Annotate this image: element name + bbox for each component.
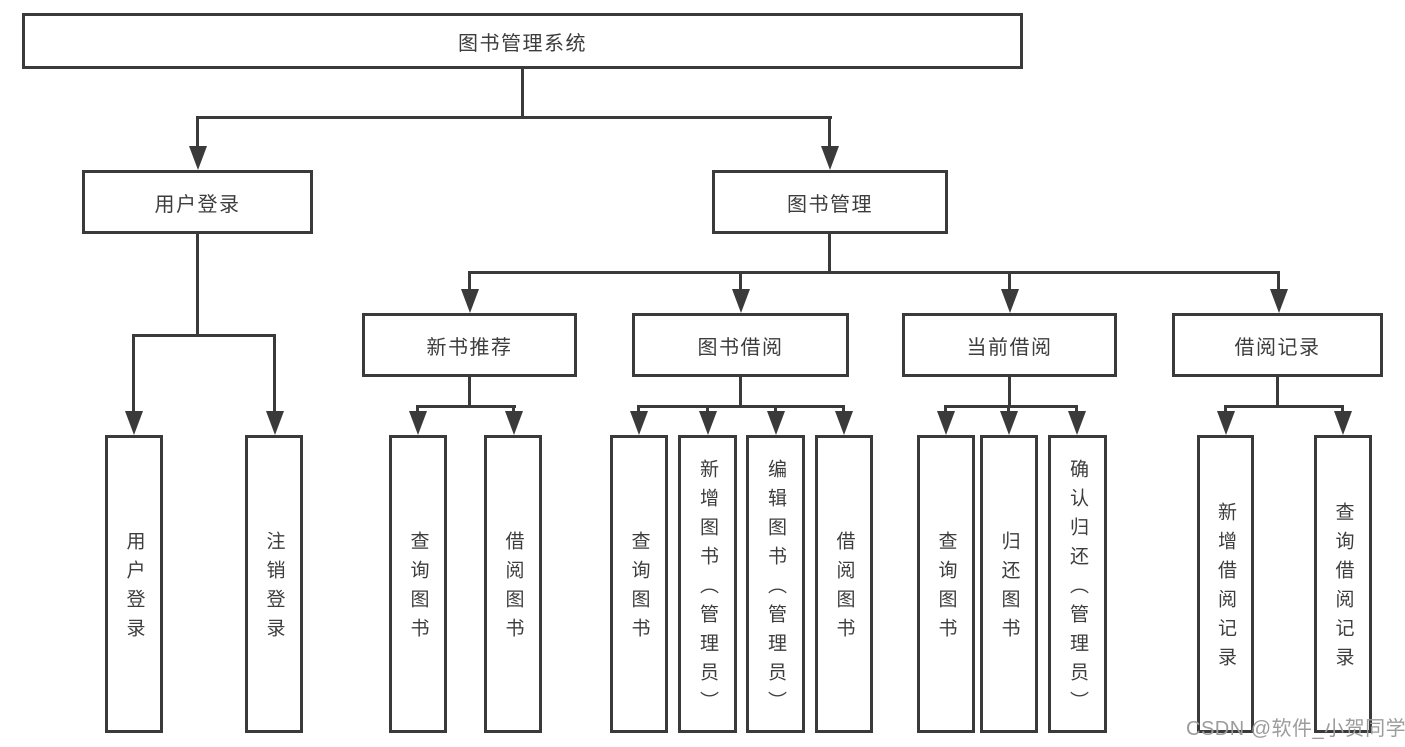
leaf-current-return-books-label: 归还图书 [998,531,1020,647]
connector-drop-bor-edit [774,405,777,415]
connector-drop-leaf-logout [273,334,276,413]
node-user-login: 用户登录 [82,170,313,234]
arrowhead-bor-add [699,411,717,435]
connector-current-borrowing-branch [944,405,1078,408]
leaf-logout: 注销登录 [245,435,303,733]
connector-drop-cur-return [1007,405,1010,415]
connector-drop-borrowing-records [1277,271,1280,293]
leaf-borrow-borrow-books-label: 借阅图书 [833,531,855,647]
leaf-borrow-borrow-books: 借阅图书 [815,435,873,733]
connector-drop-book-borrowing [739,271,742,293]
connector-borrowing-records-stem [1276,375,1279,408]
leaf-borrow-add-books-admin: 新增图书（管理员） [678,435,737,733]
connector-drop-bor-add [706,405,709,415]
leaf-records-add-record: 新增借阅记录 [1197,435,1254,733]
connector-book-borrowing-branch [637,405,845,408]
connector-drop-cur-query [944,405,947,415]
connector-book-management-branch [468,271,1280,274]
arrowhead-bor-query [630,411,648,435]
node-book-management: 图书管理 [712,170,948,234]
connector-drop-bor-query [637,405,640,415]
connector-drop-current-borrowing [1008,271,1011,293]
arrowhead-leaf-logout [266,411,284,435]
connector-drop-bor-borrow [842,405,845,415]
node-current-borrowing: 当前借阅 [902,313,1117,377]
connector-user-login-branch [132,334,276,337]
leaf-records-add-record-label: 新增借阅记录 [1215,502,1236,676]
arrowhead-cur-query [937,411,955,435]
connector-drop-rec-borrow [512,405,515,415]
arrowhead-rec-borrow [505,411,523,435]
connector-drop-recs-query [1341,405,1344,415]
leaf-current-confirm-return-admin-label: 确认归还（管理员） [1067,458,1088,720]
arrowhead-cur-return [1000,411,1018,435]
arrowhead-leaf-user-login [125,411,143,435]
connector-root-branch [196,116,832,119]
node-borrowing-records: 借阅记录 [1172,313,1383,377]
node-new-book-recommendation: 新书推荐 [362,313,577,377]
leaf-recommend-query-books-label: 查询图书 [407,531,429,647]
leaf-recommend-borrow-books: 借阅图书 [484,435,542,733]
connector-book-borrowing-stem [739,375,742,408]
leaf-borrow-edit-books-admin-label: 编辑图书（管理员） [765,458,786,720]
connector-drop-cur-confirm [1075,405,1078,415]
connector-recommend-branch [416,405,516,408]
leaf-records-query-record: 查询借阅记录 [1314,435,1372,733]
leaf-borrow-query-books-label: 查询图书 [628,531,650,647]
connector-book-management-stem [828,232,831,274]
connector-drop-rec-query [416,405,419,415]
arrowhead-recs-add [1217,411,1235,435]
connector-recommend-stem [468,375,471,408]
arrowhead-recs-query [1334,411,1352,435]
arrowhead-bor-edit [767,411,785,435]
connector-borrowing-records-branch [1224,405,1344,408]
leaf-current-query-books: 查询图书 [917,435,975,733]
leaf-recommend-query-books: 查询图书 [389,435,447,733]
connector-drop-recommend [468,271,471,293]
arrowhead-cur-confirm [1068,411,1086,435]
leaf-recommend-borrow-books-label: 借阅图书 [502,531,524,647]
connector-drop-recs-add [1224,405,1227,415]
leaf-current-confirm-return-admin: 确认归还（管理员） [1048,435,1107,733]
connector-drop-leaf-user-login [132,334,135,413]
arrowhead-book-management [821,146,839,170]
leaf-current-query-books-label: 查询图书 [935,531,957,647]
leaf-logout-label: 注销登录 [263,531,285,647]
connector-drop-user-login [196,116,199,150]
arrowhead-rec-query [409,411,427,435]
arrowhead-borrowing-records [1270,289,1288,313]
node-book-borrowing: 图书借阅 [632,313,849,377]
leaf-user-login-label: 用户登录 [123,531,145,647]
leaf-borrow-query-books: 查询图书 [610,435,668,733]
arrowhead-book-borrowing [732,289,750,313]
connector-drop-book-management [828,116,831,150]
leaf-current-return-books: 归还图书 [980,435,1038,733]
arrowhead-current-borrowing [1001,289,1019,313]
arrowhead-user-login [189,146,207,170]
leaf-user-login: 用户登录 [105,435,163,733]
connector-user-login-stem [196,232,199,337]
leaf-borrow-edit-books-admin: 编辑图书（管理员） [746,435,805,733]
connector-current-borrowing-stem [1008,375,1011,408]
node-root-library-system: 图书管理系统 [22,13,1023,69]
arrowhead-bor-borrow [835,411,853,435]
leaf-records-query-record-label: 查询借阅记录 [1332,502,1354,676]
leaf-borrow-add-books-admin-label: 新增图书（管理员） [697,458,718,720]
csdn-watermark: CSDN @软件_小贺同学 [1186,718,1405,740]
arrowhead-recommend [461,289,479,313]
connector-root-stem [521,66,524,119]
